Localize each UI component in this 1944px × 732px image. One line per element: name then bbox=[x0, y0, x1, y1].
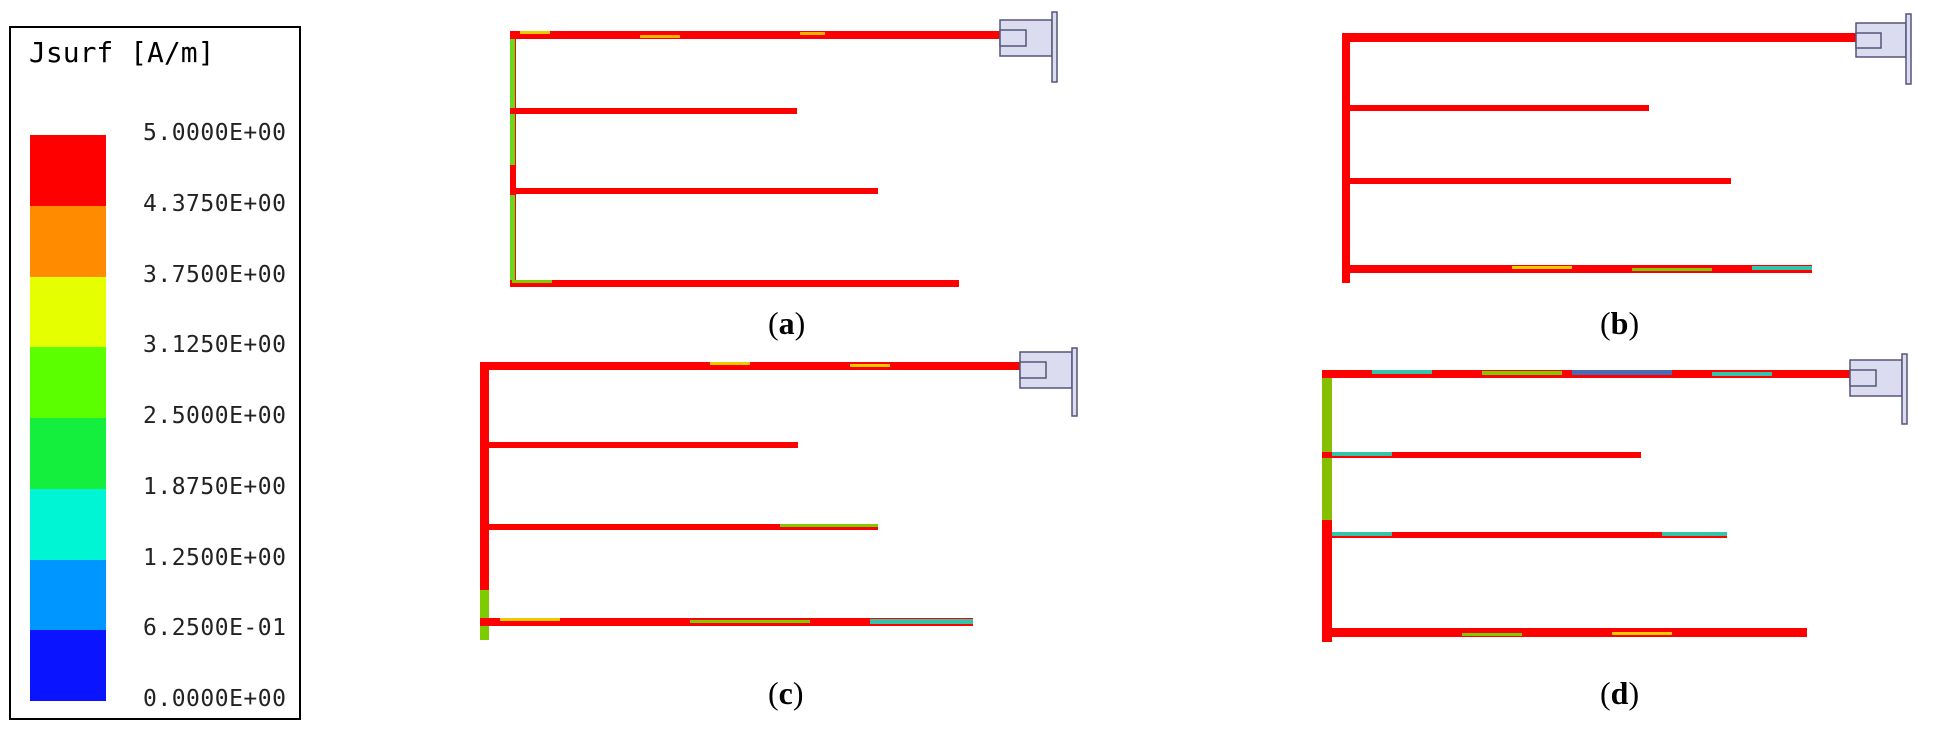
antenna-trace bbox=[1342, 33, 1856, 283]
panel-label-c: (c) bbox=[768, 675, 804, 711]
panel-label-a: (a) bbox=[768, 305, 806, 341]
legend-tick-label: 0.0000E+00 bbox=[143, 686, 287, 712]
antenna-trace bbox=[480, 362, 1020, 640]
connector bbox=[1855, 13, 1912, 85]
legend-tick-label: 3.1250E+00 bbox=[143, 332, 287, 358]
legend-tick-label: 5.0000E+00 bbox=[143, 120, 287, 146]
legend-swatch bbox=[30, 206, 106, 277]
antenna-panel-c bbox=[480, 347, 1078, 640]
legend-title: Jsurf [A/m] bbox=[29, 36, 215, 69]
panel-label-d: (d) bbox=[1600, 675, 1640, 711]
connector bbox=[1849, 353, 1908, 425]
legend-swatch bbox=[30, 489, 106, 560]
legend-tick-label: 1.2500E+00 bbox=[143, 545, 287, 571]
antenna-panel-a bbox=[510, 11, 1058, 287]
legend-swatch bbox=[30, 418, 106, 489]
antenna-trace bbox=[510, 31, 1000, 287]
legend-swatch bbox=[30, 277, 106, 348]
legend-tick-label: 4.3750E+00 bbox=[143, 191, 287, 217]
legend-tick-label: 1.8750E+00 bbox=[143, 474, 287, 500]
panel-label-b: (b) bbox=[1600, 305, 1640, 341]
legend-tick-label: 2.5000E+00 bbox=[143, 403, 287, 429]
legend-tick-label: 6.2500E-01 bbox=[143, 615, 287, 641]
legend-swatch bbox=[30, 135, 106, 206]
color-legend: Jsurf [A/m] 5.0000E+00 4.3750E+00 3.7500… bbox=[9, 26, 301, 720]
connector bbox=[999, 11, 1058, 83]
connector bbox=[1019, 347, 1078, 417]
legend-swatch bbox=[30, 560, 106, 631]
antenna-trace bbox=[1322, 370, 1850, 642]
legend-tick-label: 3.7500E+00 bbox=[143, 262, 287, 288]
antenna-panel-d bbox=[1322, 353, 1908, 642]
legend-swatch bbox=[30, 630, 106, 701]
legend-swatch bbox=[30, 347, 106, 418]
antenna-panel-b bbox=[1342, 13, 1912, 283]
